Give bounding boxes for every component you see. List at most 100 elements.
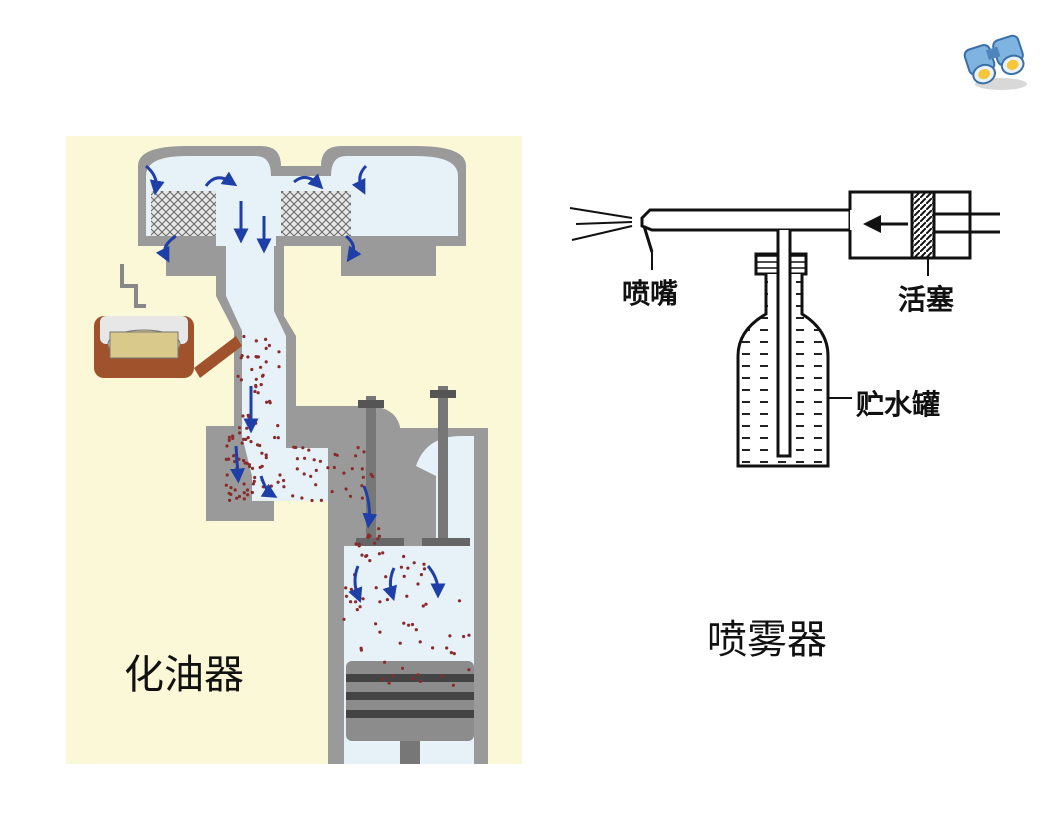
fuel-droplet — [300, 496, 304, 500]
fuel-droplet — [400, 666, 405, 670]
fuel-droplet — [462, 634, 466, 639]
fuel-droplet — [237, 426, 242, 430]
fuel-droplet — [354, 542, 358, 546]
fuel-droplet — [295, 467, 299, 471]
fuel-droplet — [361, 597, 365, 601]
fuel-droplet — [360, 553, 364, 557]
fuel-droplet — [407, 623, 411, 627]
fuel-droplet — [250, 367, 254, 372]
sprayer-caption: 喷雾器 — [707, 617, 827, 663]
fuel-droplet — [225, 444, 229, 448]
fuel-droplet — [402, 554, 406, 559]
fuel-droplet — [399, 565, 403, 569]
fuel-droplet — [355, 608, 359, 612]
fuel-droplet — [246, 436, 250, 440]
fuel-droplet — [277, 365, 281, 369]
fuel-droplet — [445, 646, 449, 650]
fuel-droplet — [260, 451, 264, 455]
fuel-droplet — [361, 475, 365, 479]
fuel-droplet — [253, 389, 257, 394]
fuel-droplet — [233, 488, 237, 492]
fuel-droplet — [261, 373, 265, 377]
fuel-droplets — [224, 334, 471, 687]
fuel-droplet — [330, 490, 334, 494]
fuel-droplet — [276, 480, 280, 484]
fuel-droplet — [264, 337, 268, 341]
fuel-droplet — [342, 471, 346, 475]
fuel-droplet — [326, 466, 330, 470]
binoculars-icon — [963, 34, 1027, 90]
fuel-droplet — [240, 354, 244, 358]
fuel-droplet — [236, 374, 240, 378]
carburetor-diagram — [94, 146, 488, 764]
fuel-droplet — [246, 413, 250, 417]
fuel-droplet — [381, 551, 385, 555]
fuel-droplet — [239, 378, 243, 382]
fuel-droplet — [227, 438, 231, 442]
fuel-droplet — [282, 485, 286, 489]
fuel-droplet — [269, 484, 273, 488]
spray-jet — [569, 207, 633, 241]
fuel-droplet — [467, 633, 471, 637]
fuel-droplet — [360, 496, 364, 500]
fuel-droplet — [402, 574, 406, 578]
fuel-droplet — [418, 640, 422, 644]
fuel-droplet — [318, 459, 322, 463]
fuel-droplet — [348, 494, 353, 498]
fuel-droplet — [227, 435, 231, 439]
fuel-droplet — [276, 436, 280, 440]
sprayer-diagram — [569, 190, 1000, 468]
fuel-droplet — [402, 621, 406, 625]
fuel-droplet — [264, 453, 268, 457]
fuel-droplet — [251, 482, 255, 486]
fuel-droplet — [312, 458, 316, 462]
fuel-droplet — [412, 561, 416, 565]
fuel-droplet — [250, 490, 254, 495]
water-tank — [736, 230, 852, 468]
fuel-droplet — [344, 586, 348, 590]
fuel-droplet — [310, 498, 314, 503]
fuel-droplet — [344, 594, 349, 598]
fuel-droplet — [259, 365, 263, 369]
fuel-droplet — [371, 474, 375, 479]
fuel-droplet — [258, 465, 262, 469]
fuel-droplet — [416, 582, 420, 586]
fuel-droplet — [406, 566, 410, 570]
fuel-droplet — [398, 641, 402, 645]
fuel-droplet — [276, 424, 280, 428]
fuel-droplet — [242, 497, 246, 501]
fuel-droplet — [229, 492, 233, 496]
fuel-droplet — [431, 646, 435, 650]
fuel-droplet — [240, 441, 244, 445]
fuel-droplet — [349, 600, 353, 604]
fuel-droplet — [237, 494, 242, 499]
fuel-droplet — [440, 674, 444, 678]
fuel-droplet — [377, 534, 381, 538]
fuel-droplet — [314, 468, 318, 472]
fuel-droplet — [385, 598, 389, 602]
fuel-droplet — [245, 488, 250, 492]
fuel-droplet — [332, 465, 336, 470]
fuel-droplet — [416, 673, 420, 677]
fuel-droplet — [356, 446, 360, 450]
fuel-droplet — [359, 646, 363, 650]
airflow-arrows — [145, 164, 446, 603]
fuel-droplet — [374, 622, 378, 626]
fuel-droplet — [233, 460, 237, 464]
fuel-droplet — [410, 622, 415, 627]
fuel-droplet — [253, 475, 257, 480]
fuel-droplet — [244, 437, 248, 441]
fuel-droplet — [354, 454, 358, 458]
fuel-droplet — [238, 431, 242, 435]
fuel-droplet — [448, 634, 452, 638]
fuel-droplet — [451, 683, 455, 687]
fuel-droplet — [265, 400, 269, 404]
fuel-droplet — [254, 421, 258, 425]
fuel-droplet — [231, 436, 235, 440]
piston — [346, 661, 474, 764]
carburetor-caption: 化油器 — [124, 652, 244, 698]
fuel-droplet — [377, 527, 381, 531]
fuel-droplet — [422, 567, 427, 571]
fuel-droplet — [259, 383, 263, 387]
fuel-droplet — [335, 453, 339, 457]
